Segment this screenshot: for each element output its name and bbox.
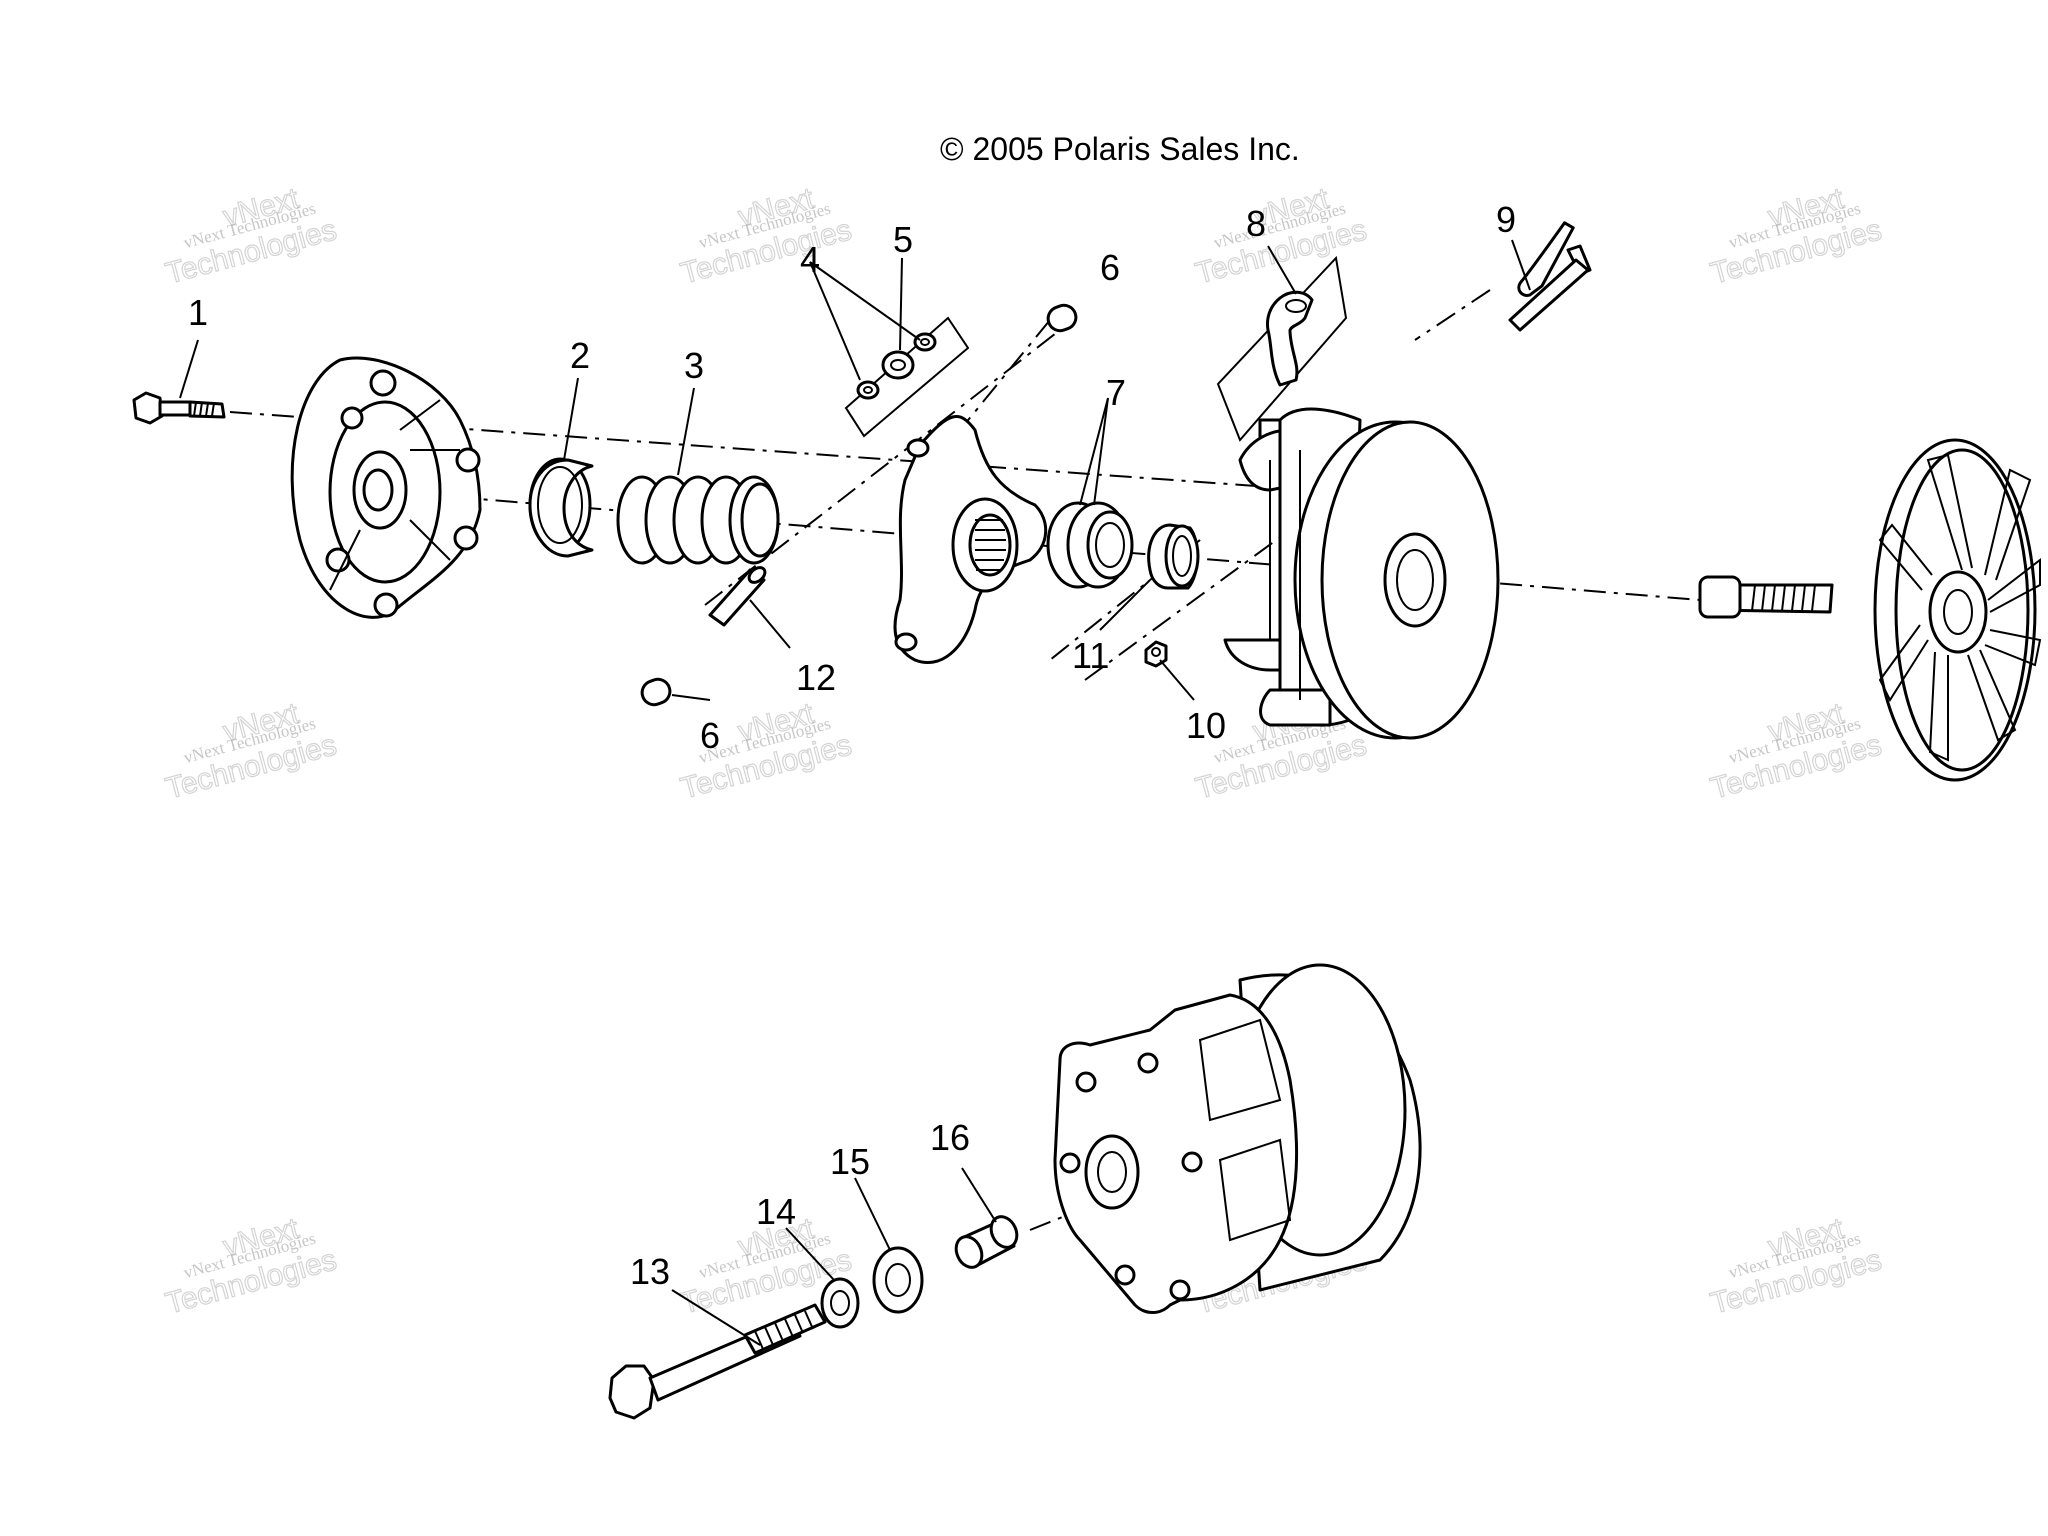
watermark-bl: vNext vNext Technologies Technologies xyxy=(162,1211,341,1321)
copyright-text: © 2005 Polaris Sales Inc. xyxy=(940,131,1300,167)
callout-3: 3 xyxy=(684,345,704,386)
part-clip-roller-4-5 xyxy=(844,316,970,438)
callout-1: 1 xyxy=(188,292,208,333)
part-bushing-6-bottom xyxy=(640,677,672,707)
part-spider-middle xyxy=(893,415,1048,665)
part-spring-7 xyxy=(1046,501,1134,589)
watermark-tr2: vNext vNext Technologies Technologies xyxy=(1707,181,1886,291)
part-bolt-9 xyxy=(1508,221,1592,332)
callout-2: 2 xyxy=(570,335,590,376)
callout-7: 7 xyxy=(1106,372,1126,413)
watermark-tr1: vNext vNext Technologies Technologies xyxy=(1192,181,1371,291)
watermark-mr2: vNext vNext Technologies Technologies xyxy=(1707,696,1886,806)
callout-14: 14 xyxy=(756,1191,796,1232)
watermark-mc: vNext vNext Technologies Technologies xyxy=(677,696,856,806)
callout-10: 10 xyxy=(1186,705,1226,746)
part-bushing-11 xyxy=(1147,523,1200,590)
part-bushing-16 xyxy=(954,1209,1081,1269)
part-fixed-sheave xyxy=(1698,438,2042,782)
watermark-ml: vNext vNext Technologies Technologies xyxy=(162,696,341,806)
callout-9: 9 xyxy=(1496,199,1516,240)
callout-labels: 1 2 3 4 5 6 6 7 8 9 10 11 12 13 14 15 16 xyxy=(188,199,1516,1292)
part-clutch-assembly xyxy=(1053,963,1422,1314)
callout-5: 5 xyxy=(893,219,913,260)
part-bolt-13 xyxy=(608,1303,827,1420)
part-spring-3 xyxy=(616,475,780,565)
part-washer-14 xyxy=(820,1277,860,1329)
part-bolt-1 xyxy=(132,391,226,425)
callout-4: 4 xyxy=(800,239,820,280)
part-arm-8 xyxy=(1216,255,1348,442)
callout-8: 8 xyxy=(1246,203,1266,244)
part-pin-12 xyxy=(708,566,767,627)
part-bushing-6-top xyxy=(1046,303,1078,333)
watermark-tl: vNext vNext Technologies Technologies xyxy=(162,181,341,291)
part-cover-spider xyxy=(290,356,482,619)
watermark-br2: vNext vNext Technologies Technologies xyxy=(1707,1211,1886,1321)
leader-lines xyxy=(179,239,1531,1346)
callout-15: 15 xyxy=(830,1141,870,1182)
callout-11: 11 xyxy=(1072,635,1109,676)
callout-6-top: 6 xyxy=(1100,247,1120,288)
callout-16: 16 xyxy=(930,1117,970,1158)
part-ring-2 xyxy=(528,457,594,558)
part-washer-15 xyxy=(872,1246,924,1314)
callout-13: 13 xyxy=(630,1251,670,1292)
part-sheave-disc xyxy=(1223,407,1500,740)
callout-12: 12 xyxy=(796,657,836,698)
callout-6-bottom: 6 xyxy=(700,715,720,756)
